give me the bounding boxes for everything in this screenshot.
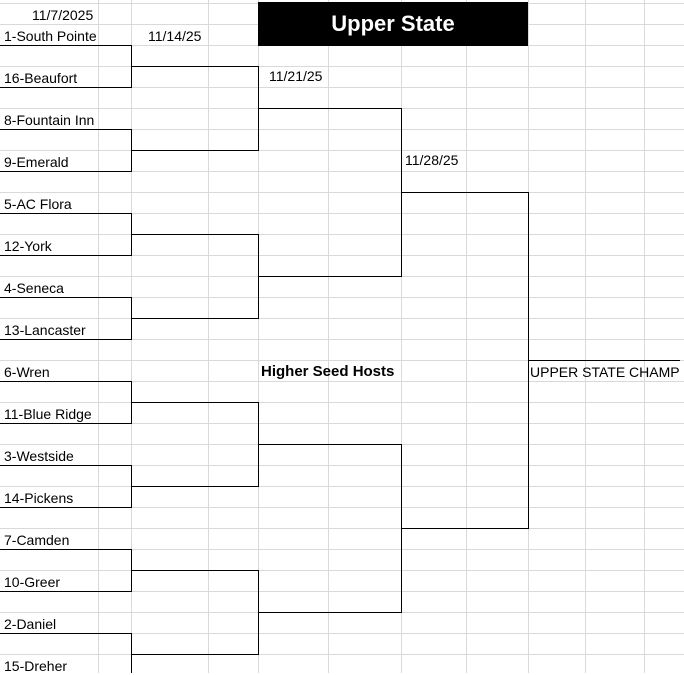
- bracket-line: [0, 549, 131, 550]
- bracket-line: [131, 150, 258, 151]
- bracket-line: [258, 612, 401, 613]
- grid-row-line: [0, 150, 684, 151]
- bracket-line: [131, 570, 258, 571]
- team-slot[interactable]: 8-Fountain Inn: [4, 112, 95, 128]
- team-slot[interactable]: 7-Camden: [4, 532, 70, 548]
- grid-row-line: [0, 402, 684, 403]
- bracket-line: [528, 360, 680, 361]
- team-slot[interactable]: 2-Daniel: [4, 616, 57, 632]
- team-slot[interactable]: 3-Westside: [4, 448, 74, 464]
- grid-row-line: [0, 234, 684, 235]
- grid-row-line: [0, 465, 684, 466]
- team-slot[interactable]: 14-Pickens: [4, 490, 74, 506]
- grid-column-line: [98, 0, 99, 673]
- bracket-line: [0, 633, 131, 634]
- bracket-line: [131, 402, 258, 403]
- grid-column-line: [258, 0, 259, 673]
- team-slot[interactable]: 10-Greer: [4, 574, 61, 590]
- team-slot[interactable]: 6-Wren: [4, 364, 50, 380]
- bracket-line: [258, 108, 401, 109]
- grid-row-line: [0, 591, 684, 592]
- bracket-line: [258, 444, 401, 445]
- bracket-line: [0, 465, 131, 466]
- grid-column-line: [208, 0, 209, 673]
- bracket-line: [401, 528, 528, 529]
- team-slot[interactable]: 12-York: [4, 238, 52, 254]
- bracket-line: [0, 297, 131, 298]
- bracket-line: [131, 654, 258, 655]
- grid-row-line: [0, 381, 684, 382]
- grid-row-line: [0, 339, 684, 340]
- bracket-line: [0, 339, 131, 340]
- grid-row-line: [0, 297, 684, 298]
- grid-row-line: [0, 66, 684, 67]
- bracket-line: [0, 171, 131, 172]
- bracket-line: [0, 591, 131, 592]
- bracket-line: [131, 66, 258, 67]
- grid-column-line: [328, 0, 329, 673]
- team-slot[interactable]: 5-AC Flora: [4, 196, 72, 212]
- bracket-line: [0, 423, 131, 424]
- higher-seed-note[interactable]: Higher Seed Hosts: [261, 363, 395, 380]
- grid-column-line: [585, 0, 586, 673]
- grid-row-line: [0, 87, 684, 88]
- page-title: Upper State: [331, 11, 455, 36]
- grid-column-line: [466, 0, 467, 673]
- team-slot[interactable]: 15-Dreher: [4, 658, 68, 674]
- grid-row-line: [0, 213, 684, 214]
- grid-row-line: [0, 255, 684, 256]
- team-slot[interactable]: 1-South Pointe: [4, 28, 97, 44]
- team-slot[interactable]: 11-Blue Ridge: [4, 406, 92, 422]
- bracket-line: [0, 381, 131, 382]
- grid-row-line: [0, 486, 684, 487]
- team-slot[interactable]: 9-Emerald: [4, 154, 69, 170]
- team-slot[interactable]: 16-Beaufort: [4, 70, 78, 86]
- bracket-line: [131, 633, 132, 673]
- round1-date[interactable]: 11/7/2025: [32, 7, 94, 23]
- title-banner[interactable]: Upper State: [258, 2, 528, 46]
- grid-row-line: [0, 129, 684, 130]
- grid-column-line: [644, 0, 645, 673]
- grid-row-line: [0, 528, 684, 529]
- grid-row-line: [0, 423, 684, 424]
- grid-column-line: [401, 0, 402, 673]
- grid-row-line: [0, 654, 684, 655]
- round2-date[interactable]: 11/14/25: [148, 28, 202, 44]
- grid-row-line: [0, 570, 684, 571]
- champion-label[interactable]: UPPER STATE CHAMP: [530, 364, 680, 380]
- bracket-line: [258, 276, 401, 277]
- grid-row-line: [0, 318, 684, 319]
- grid-row-line: [0, 549, 684, 550]
- team-slot[interactable]: 13-Lancaster: [4, 322, 86, 338]
- grid-row-line: [0, 171, 684, 172]
- grid-row-line: [0, 192, 684, 193]
- bracket-line: [0, 129, 131, 130]
- bracket-line: [131, 234, 258, 235]
- bracket-line: [0, 507, 131, 508]
- grid-row-line: [0, 633, 684, 634]
- round4-date[interactable]: 11/28/25: [405, 152, 459, 168]
- team-slot[interactable]: 4-Seneca: [4, 280, 64, 296]
- bracket-line: [0, 87, 131, 88]
- round3-date[interactable]: 11/21/25: [269, 68, 323, 84]
- grid-row-line: [0, 507, 684, 508]
- bracket-line: [131, 318, 258, 319]
- bracket-line: [0, 45, 131, 46]
- bracket-line: [0, 213, 131, 214]
- bracket-line: [401, 192, 528, 193]
- bracket-line: [0, 255, 131, 256]
- grid-row-line: [0, 360, 684, 361]
- bracket-line: [131, 486, 258, 487]
